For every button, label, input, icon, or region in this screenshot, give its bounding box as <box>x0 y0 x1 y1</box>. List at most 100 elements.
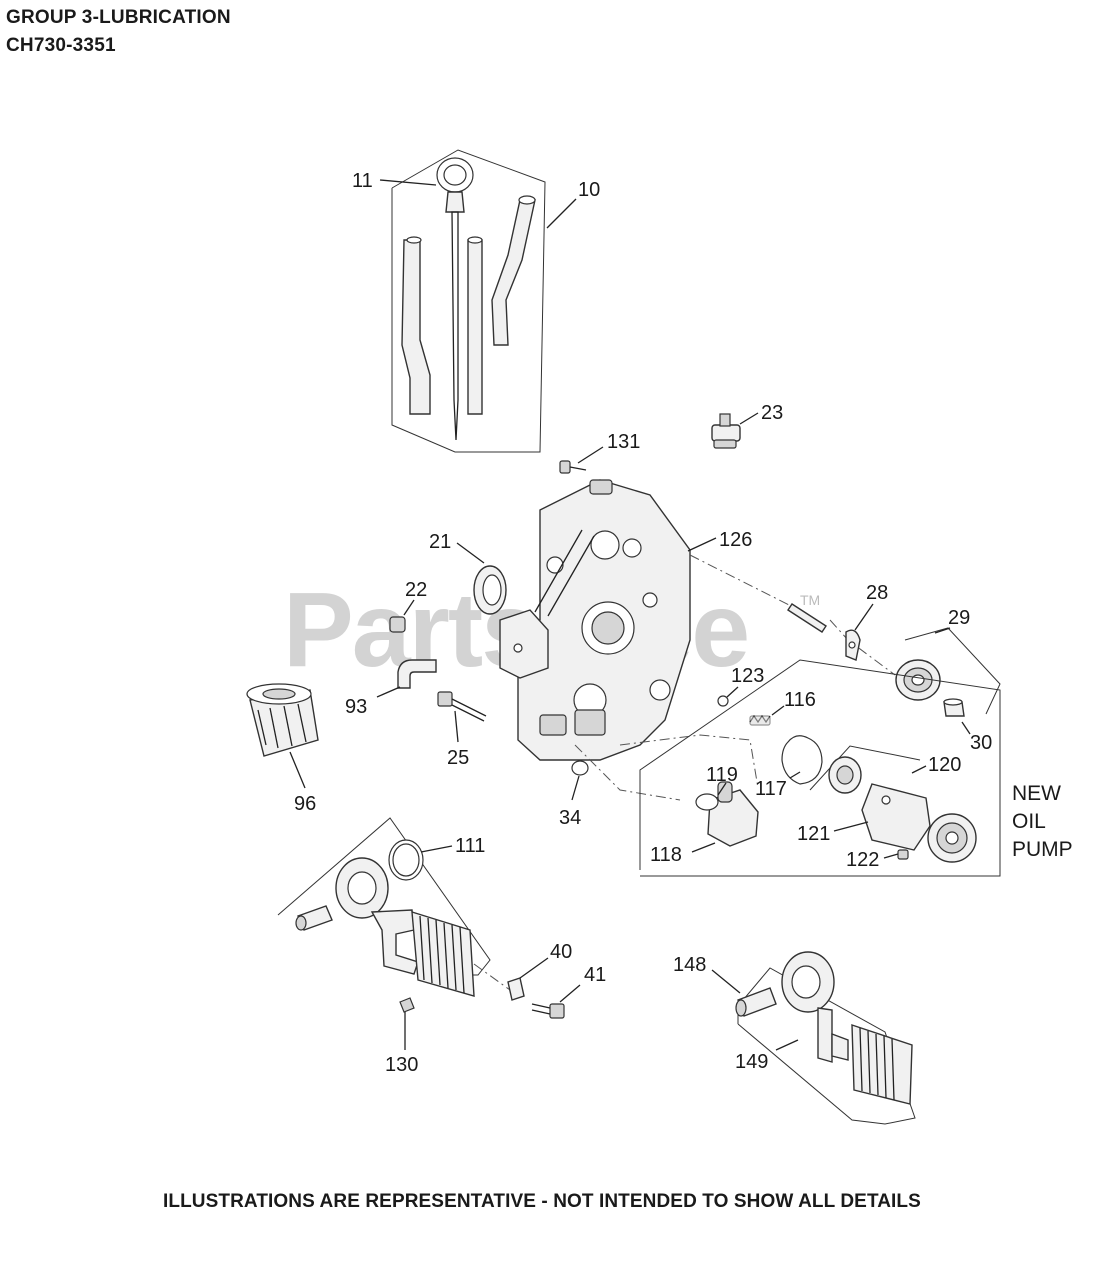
leader-93 <box>376 686 401 698</box>
part-117-gasket <box>781 735 823 785</box>
leader-121 <box>833 821 869 832</box>
callout-131: 131 <box>607 431 640 453</box>
leader-22 <box>403 599 415 616</box>
callout-21: 21 <box>429 531 451 553</box>
part-93-hose <box>397 659 437 689</box>
part-116-spring <box>749 714 771 726</box>
leader-23 <box>739 412 759 425</box>
part-121-pump-cover <box>861 783 931 851</box>
callout-148: 148 <box>673 954 706 976</box>
leader-29 <box>934 627 951 634</box>
part-28-clip <box>845 629 861 661</box>
callout-122: 122 <box>846 849 879 871</box>
align-line-1 <box>689 554 796 609</box>
tube-middle <box>467 239 483 415</box>
leader-11 <box>379 179 437 186</box>
dipstick-tube-group <box>391 149 546 453</box>
part-111-o-ring <box>388 839 424 881</box>
oil-cooler-adapter <box>335 857 419 975</box>
watermark-trademark: TM <box>800 592 821 608</box>
leader-122 <box>883 853 899 859</box>
callout-23: 23 <box>761 402 783 424</box>
align-line-5 <box>473 963 511 991</box>
leader-34 <box>571 775 580 801</box>
part-122-screw <box>897 849 909 860</box>
group-box-oil-pump <box>639 659 1001 877</box>
leader-30 <box>961 721 971 735</box>
part-148-nipple <box>735 987 777 1017</box>
leader-148 <box>711 969 741 994</box>
callout-118: 118 <box>650 844 682 866</box>
leader-119 <box>717 782 727 796</box>
leader-25 <box>454 710 459 743</box>
callout-116: 116 <box>784 689 816 711</box>
leader-111 <box>420 845 453 853</box>
callout-149: 149 <box>735 1051 768 1073</box>
callout-93: 93 <box>345 696 367 718</box>
align-line-4 <box>574 744 681 801</box>
oil-pump-note-line-2: OIL <box>1012 810 1046 833</box>
part-34-o-ring <box>571 760 589 776</box>
page-title: GROUP 3-LUBRICATION <box>6 7 231 28</box>
leader-96 <box>289 751 306 789</box>
callout-111: 111 <box>455 835 485 857</box>
oil-cooler-nipple <box>295 905 333 931</box>
part-41-bolt <box>531 1003 565 1019</box>
part-30-shaft <box>943 698 965 717</box>
callout-40: 40 <box>550 941 572 963</box>
part-149-cooler-core <box>851 1024 913 1105</box>
part-28-dowel-pin <box>787 603 827 633</box>
leader-116 <box>771 705 785 716</box>
tube-left <box>401 239 431 415</box>
callout-123: 123 <box>731 665 764 687</box>
callout-28: 28 <box>866 582 888 604</box>
callout-11: 11 <box>352 170 373 192</box>
leader-40 <box>519 957 549 979</box>
part-126-closure-plate <box>499 479 691 761</box>
part-21-oil-seal <box>473 565 507 615</box>
part-131-bolt <box>559 460 587 474</box>
group-bracket-120 <box>809 745 921 791</box>
part-96-oil-filter <box>246 683 319 757</box>
leader-126 <box>687 537 717 552</box>
callout-22: 22 <box>405 579 427 601</box>
callout-120: 120 <box>928 754 961 776</box>
oil-cooler-core <box>411 911 475 997</box>
leader-117 <box>789 771 801 779</box>
part-119-o-ring <box>695 793 719 811</box>
part-22-plug <box>389 616 406 633</box>
part-40-bracket <box>507 977 525 1001</box>
part-23-sensor <box>711 413 741 449</box>
leader-10 <box>546 198 577 229</box>
part-149-cooler-adapter <box>781 951 849 1063</box>
callout-117: 117 <box>755 778 787 800</box>
part-25-bolt <box>437 691 487 722</box>
leader-41 <box>559 984 581 1003</box>
callout-96: 96 <box>294 793 316 815</box>
callout-10: 10 <box>578 179 600 201</box>
leader-120 <box>911 765 927 774</box>
group-bracket-29 <box>904 627 1001 715</box>
callout-119: 119 <box>706 764 738 786</box>
model-number: CH730-3351 <box>6 35 116 56</box>
callout-126: 126 <box>719 529 752 551</box>
leader-123 <box>726 686 739 698</box>
callout-29: 29 <box>948 607 970 629</box>
callout-121: 121 <box>797 823 830 845</box>
align-line-2 <box>829 619 896 676</box>
tube-right <box>491 199 536 346</box>
leader-131 <box>577 446 604 464</box>
leader-28 <box>854 603 874 631</box>
leader-149 <box>775 1039 799 1051</box>
oil-pump-note-line-1: NEW <box>1012 782 1061 805</box>
callout-130: 130 <box>385 1054 418 1076</box>
part-118-oil-pickup <box>707 781 759 847</box>
leader-21 <box>456 542 485 564</box>
callout-41: 41 <box>584 964 606 986</box>
part-120-rotor <box>828 756 862 794</box>
align-line-3 <box>619 734 759 789</box>
part-130-nut <box>399 997 415 1013</box>
part-123-ball <box>717 695 729 707</box>
callout-30: 30 <box>970 732 992 754</box>
